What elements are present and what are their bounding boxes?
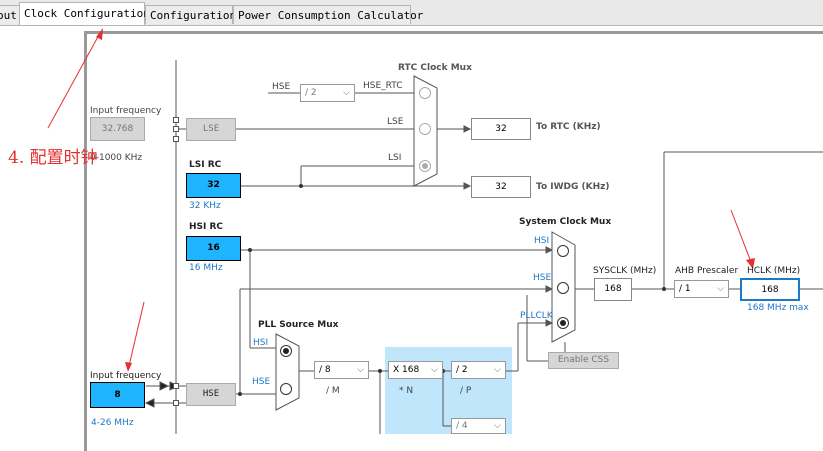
pll-p-label: / P bbox=[460, 386, 472, 396]
rtc-radio-lse[interactable] bbox=[419, 123, 431, 135]
sys-radio-hsi[interactable] bbox=[557, 245, 569, 257]
chevron-down-icon: ⌵ bbox=[431, 365, 438, 375]
annotation-text: 4. 配置时钟 bbox=[8, 148, 98, 168]
lse-input-field[interactable]: 32.768 bbox=[90, 117, 145, 141]
connector bbox=[173, 383, 179, 389]
clock-tree-canvas bbox=[84, 31, 823, 451]
rtc-radio-lsi[interactable] bbox=[419, 160, 431, 172]
rtc-hse-rtc-label: HSE_RTC bbox=[363, 81, 403, 91]
hsi-title: HSI RC bbox=[189, 222, 224, 232]
enable-css-button[interactable]: Enable CSS bbox=[548, 352, 619, 369]
sysclk-label: SYSCLK (MHz) bbox=[593, 266, 657, 276]
hclk-input-field[interactable]: 168 bbox=[740, 278, 800, 301]
pll-radio-hse[interactable] bbox=[280, 383, 292, 395]
pll-p-value: / 2 bbox=[456, 365, 468, 375]
pll-m-select[interactable]: / 8 ⌵ bbox=[314, 361, 369, 379]
connector bbox=[173, 117, 179, 123]
rtc-hse-div-value: / 2 bbox=[305, 88, 317, 98]
tab-configuration[interactable]: Configuration bbox=[145, 5, 236, 24]
lsi-value[interactable]: 32 bbox=[186, 173, 241, 198]
chevron-down-icon: ⌵ bbox=[494, 365, 501, 375]
lse-block: LSE bbox=[186, 118, 236, 141]
lsi-unit: 32 KHz bbox=[189, 201, 221, 211]
sys-mux-title: System Clock Mux bbox=[519, 217, 612, 227]
rtc-output-value: 32 bbox=[471, 118, 531, 140]
connector bbox=[173, 136, 179, 142]
pll-mux-hse-label: HSE bbox=[252, 377, 271, 387]
sys-radio-hse[interactable] bbox=[557, 282, 569, 294]
lse-range: 0-1000 KHz bbox=[90, 153, 143, 163]
tab-bar: out Clock Configuration Configuration Po… bbox=[0, 0, 823, 26]
pll-q-value: / 4 bbox=[456, 421, 468, 431]
ahb-prescaler-select[interactable]: / 1 ⌵ bbox=[674, 280, 729, 298]
chevron-down-icon: ⌵ bbox=[357, 365, 364, 375]
pll-m-value: / 8 bbox=[319, 365, 331, 375]
hclk-label: HCLK (MHz) bbox=[747, 266, 801, 276]
sys-mux-pllclk-label: PLLCLK bbox=[520, 311, 553, 321]
lsi-title: LSI RC bbox=[189, 160, 222, 170]
iwdg-output-value: 32 bbox=[471, 176, 531, 198]
hse-range: 4-26 MHz bbox=[91, 418, 134, 428]
ahb-label: AHB Prescaler bbox=[675, 266, 739, 276]
rtc-mux-title: RTC Clock Mux bbox=[398, 63, 472, 73]
sys-mux-hse-label: HSE bbox=[533, 273, 552, 283]
pll-n-label: * N bbox=[399, 386, 414, 396]
hse-input-field[interactable]: 8 bbox=[90, 382, 145, 408]
rtc-radio-hse[interactable] bbox=[419, 87, 431, 99]
connector bbox=[173, 400, 179, 406]
tab-clock-configuration[interactable]: Clock Configuration bbox=[19, 2, 150, 25]
rtc-hse-label: HSE bbox=[272, 82, 291, 92]
rtc-lsi-label: LSI bbox=[388, 153, 402, 163]
pll-n-select[interactable]: X 168 ⌵ bbox=[388, 361, 443, 379]
pll-mux-title: PLL Source Mux bbox=[258, 320, 339, 330]
hsi-value[interactable]: 16 bbox=[186, 236, 241, 261]
rtc-output-label: To RTC (KHz) bbox=[536, 122, 601, 132]
pll-mux-hsi-label: HSI bbox=[253, 338, 269, 348]
pll-n-value: X 168 bbox=[393, 365, 420, 375]
sysclk-value: 168 bbox=[594, 278, 632, 301]
pll-m-label: / M bbox=[326, 386, 340, 396]
chevron-down-icon: ⌵ bbox=[717, 284, 724, 294]
sys-radio-pllclk[interactable] bbox=[557, 317, 569, 329]
pll-q-select[interactable]: / 4 ⌵ bbox=[451, 418, 506, 434]
hse-block: HSE bbox=[186, 383, 236, 406]
connector bbox=[173, 126, 179, 132]
chevron-down-icon: ⌵ bbox=[343, 88, 350, 98]
rtc-lse-label: LSE bbox=[387, 117, 404, 127]
lse-input-label: Input frequency bbox=[90, 106, 162, 116]
rtc-hse-div-select[interactable]: / 2 ⌵ bbox=[300, 84, 355, 102]
iwdg-output-label: To IWDG (KHz) bbox=[536, 182, 610, 192]
hse-input-label: Input frequency bbox=[90, 371, 162, 381]
tab-power-consumption[interactable]: Power Consumption Calculator bbox=[233, 5, 423, 24]
hclk-max: 168 MHz max bbox=[747, 303, 809, 313]
pll-p-select[interactable]: / 2 ⌵ bbox=[451, 361, 506, 379]
sys-mux-hsi-label: HSI bbox=[534, 236, 550, 246]
pll-radio-hsi[interactable] bbox=[280, 345, 292, 357]
chevron-down-icon: ⌵ bbox=[494, 421, 501, 431]
ahb-prescaler-value: / 1 bbox=[679, 284, 691, 294]
hsi-unit: 16 MHz bbox=[189, 263, 223, 273]
